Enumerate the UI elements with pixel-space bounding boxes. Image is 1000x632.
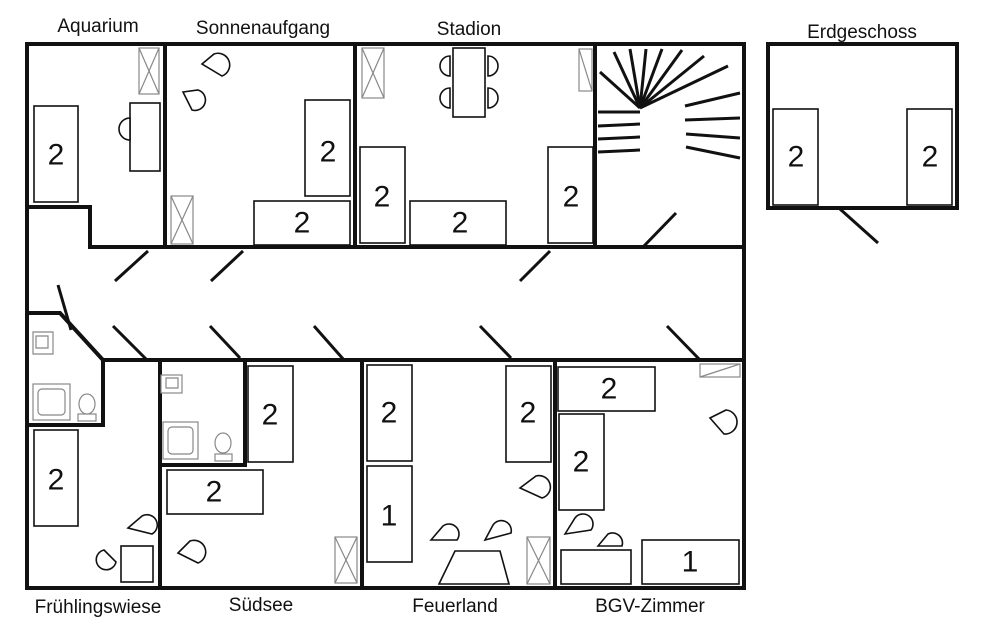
sonnenaufgang-room: 2 2 xyxy=(170,52,351,246)
table-icon xyxy=(437,550,511,585)
shower-icon xyxy=(162,421,199,460)
door-icon xyxy=(641,211,678,249)
chair-icon xyxy=(429,523,460,541)
table-icon xyxy=(560,549,632,585)
door-icon xyxy=(838,207,880,245)
chair-icon xyxy=(483,519,513,542)
chair-icon xyxy=(596,532,624,547)
bed-count: 2 xyxy=(922,141,939,174)
chair-icon xyxy=(439,87,451,109)
bed-count: 1 xyxy=(381,500,398,533)
door-icon xyxy=(56,284,73,331)
sink-icon xyxy=(32,331,54,355)
doors xyxy=(56,211,702,362)
bed xyxy=(253,200,351,246)
bgv-zimmer-room: 2 2 1 xyxy=(557,363,741,585)
room-label-aquarium: Aquarium xyxy=(57,16,138,37)
fruehlingswiese-room: 2 xyxy=(32,331,159,583)
bed-count: 2 xyxy=(206,476,223,509)
bed xyxy=(906,108,953,206)
toilet-icon xyxy=(77,393,97,422)
building-walls xyxy=(25,42,746,590)
door-icon xyxy=(518,249,552,283)
suedsee-room: 2 2 xyxy=(160,365,358,584)
bed-count: 2 xyxy=(573,446,590,479)
bed-count: 2 xyxy=(563,181,580,214)
chair-icon xyxy=(176,539,207,564)
chair-icon xyxy=(439,55,451,77)
wardrobe-icon xyxy=(334,536,358,584)
wardrobe-icon xyxy=(578,48,593,92)
wardrobe-icon xyxy=(170,195,194,245)
toilet-icon xyxy=(214,432,233,462)
stadion-room: 2 2 2 xyxy=(359,47,594,246)
chair-icon xyxy=(708,409,738,435)
bed xyxy=(409,200,507,246)
wardrobe-icon xyxy=(699,363,741,378)
bed xyxy=(166,469,264,515)
door-icon xyxy=(312,325,346,361)
room-label-sonnenaufgang: Sonnenaufgang xyxy=(196,18,330,39)
bed xyxy=(558,413,605,511)
room-label-feuerland: Feuerland xyxy=(412,596,498,617)
wardrobe-icon xyxy=(526,536,551,585)
chair-icon xyxy=(95,549,117,571)
staircase-icon xyxy=(597,48,741,160)
bed xyxy=(304,99,351,197)
bed-count: 2 xyxy=(601,373,618,406)
bed-count: 2 xyxy=(381,397,398,430)
bed xyxy=(247,365,294,463)
chair-icon xyxy=(518,474,552,499)
bed xyxy=(366,465,413,563)
chair-icon xyxy=(487,55,499,77)
door-icon xyxy=(111,324,149,362)
table-icon xyxy=(129,102,161,172)
bed-count: 2 xyxy=(48,464,65,497)
door-icon xyxy=(665,324,702,362)
room-label-suedsee: Südsee xyxy=(229,595,293,616)
bed xyxy=(505,365,552,463)
wardrobe-icon xyxy=(138,47,160,95)
bed xyxy=(359,146,406,244)
wardrobe-icon xyxy=(361,47,385,99)
bed xyxy=(366,364,413,462)
bed xyxy=(547,146,594,244)
feuerland-room: 2 1 2 xyxy=(366,364,552,585)
chair-icon xyxy=(487,87,499,109)
sink-icon xyxy=(160,374,183,394)
table-icon xyxy=(120,545,154,583)
door-icon xyxy=(113,249,150,283)
bed-count: 2 xyxy=(788,141,805,174)
door-icon xyxy=(478,324,513,360)
bed xyxy=(33,429,79,527)
chair-icon xyxy=(563,513,594,536)
bed xyxy=(772,108,819,206)
bed-count: 2 xyxy=(262,399,279,432)
bed xyxy=(33,105,79,203)
room-label-bgv-zimmer: BGV-Zimmer xyxy=(595,596,705,617)
shower-icon xyxy=(32,383,71,421)
chair-icon xyxy=(181,89,207,112)
bed-count: 2 xyxy=(48,139,65,172)
bed-count: 2 xyxy=(294,207,311,240)
bed-count: 2 xyxy=(320,136,337,169)
room-label-fruehlingswiese: Frühlingswiese xyxy=(35,597,162,618)
door-icon xyxy=(208,324,242,360)
bed-count: 2 xyxy=(452,207,469,240)
bed xyxy=(557,366,656,412)
chair-icon xyxy=(118,117,131,141)
door-icon xyxy=(209,249,245,283)
chair-icon xyxy=(126,513,159,535)
room-label-erdgeschoss: Erdgeschoss xyxy=(807,22,917,43)
aquarium-room: 2 xyxy=(33,47,161,203)
bed-count: 2 xyxy=(374,181,391,214)
bed-count: 2 xyxy=(520,397,537,430)
chair-icon xyxy=(200,52,231,77)
bed-count: 1 xyxy=(682,546,699,579)
table-icon xyxy=(452,47,486,118)
bed xyxy=(641,539,740,585)
erdgeschoss-room: 2 2 xyxy=(766,42,959,245)
room-label-stadion: Stadion xyxy=(437,19,501,40)
